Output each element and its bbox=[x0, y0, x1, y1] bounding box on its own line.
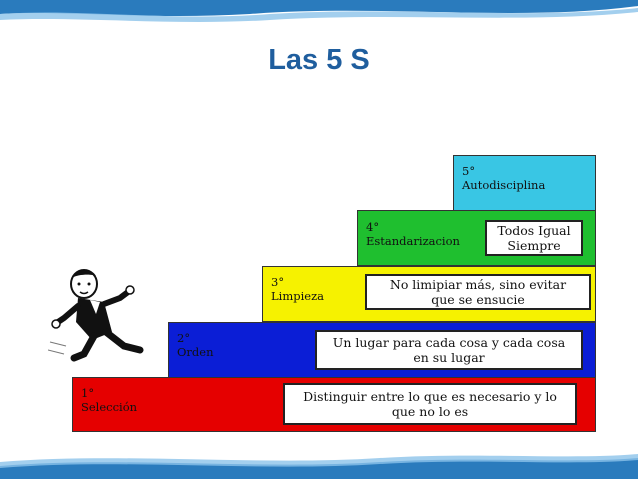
step-label-orden: 2° Orden bbox=[177, 331, 214, 359]
step-description-estandarizacion: Todos Igual Siempre bbox=[485, 220, 583, 256]
step-orden: 2° Orden Un lugar para cada cosa y cada … bbox=[168, 322, 596, 378]
step-description-seleccion: Distinguir entre lo que es necesario y l… bbox=[283, 383, 577, 425]
bottom-wave-decoration bbox=[0, 454, 638, 479]
step-limpieza: 3° Limpieza No limipiar más, sino evitar… bbox=[262, 266, 596, 322]
step-label-limpieza: 3° Limpieza bbox=[271, 275, 324, 303]
step-description-orden: Un lugar para cada cosa y cada cosa en s… bbox=[315, 330, 583, 370]
step-label-seleccion: 1° Selección bbox=[81, 386, 138, 414]
running-man-icon bbox=[48, 269, 144, 362]
top-wave-decoration bbox=[0, 0, 638, 22]
step-label-autodisciplina: 5° Autodisciplina bbox=[462, 164, 546, 192]
step-estandarizacion: 4° Estandarizacion Todos Igual Siempre bbox=[357, 210, 596, 266]
page-title: Las 5 S bbox=[268, 44, 370, 76]
step-seleccion: 1° Selección Distinguir entre lo que es … bbox=[72, 377, 596, 432]
step-autodisciplina: 5° Autodisciplina bbox=[453, 155, 596, 211]
step-description-limpieza: No limipiar más, sino evitar que se ensu… bbox=[365, 274, 591, 310]
step-label-estandarizacion: 4° Estandarizacion bbox=[366, 220, 460, 248]
